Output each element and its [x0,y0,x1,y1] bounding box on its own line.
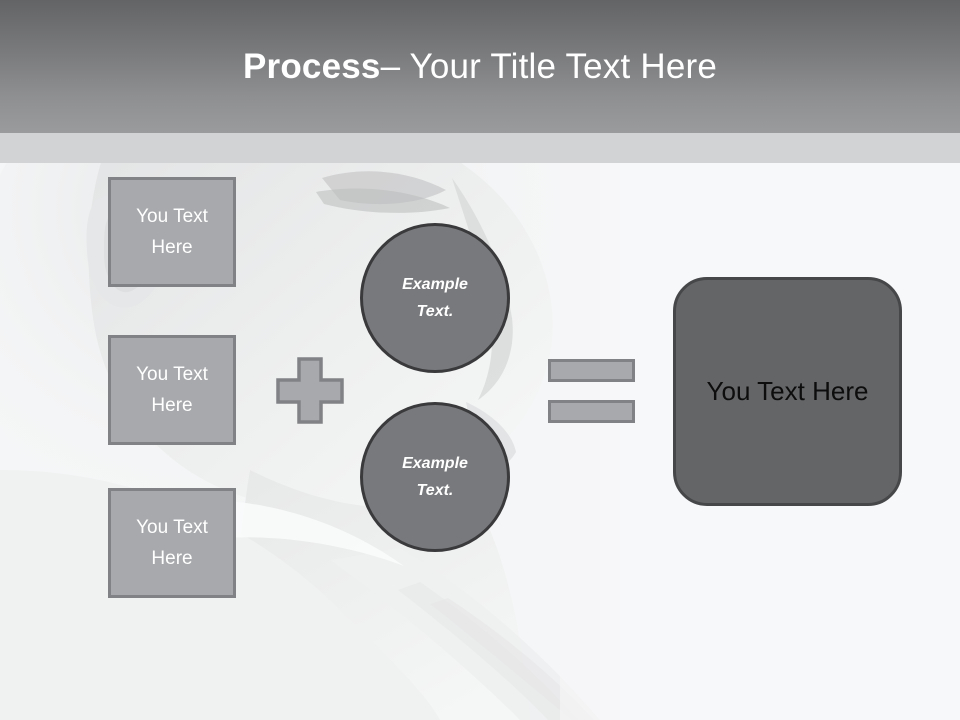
header-accent-band [0,133,960,163]
plus-icon [276,357,344,424]
input-box-3-line1: You Text [136,516,208,538]
input-box-3[interactable]: You Text Here [108,488,236,598]
header-bar [0,0,960,133]
equals-icon [548,359,635,423]
input-box-2-line2: Here [151,395,193,416]
example-circle-2-line1: Example [402,454,468,472]
page-title: Process – Your Title Text Here [0,0,960,133]
input-box-1-line1: You Text [136,205,208,227]
page-title-strong: Process [242,46,381,86]
result-box[interactable]: You Text Here [673,277,902,506]
example-circle-2[interactable]: Example Text. [360,402,510,552]
input-box-3-line2: Here [151,548,193,569]
input-box-1-line2: Here [151,237,193,258]
plus-icon-glyph [276,357,344,424]
result-box-label: You Text Here [706,376,869,406]
example-circle-1[interactable]: Example Text. [360,223,510,373]
example-circle-1-line1: Example [402,275,468,293]
example-circle-1-line2: Text. [416,303,454,320]
example-circle-2-line2: Text. [416,482,454,499]
equals-icon-bar-top [548,359,635,382]
input-box-2-line1: You Text [136,363,208,385]
page-title-rest: – Your Title Text Here [380,46,718,86]
input-box-2[interactable]: You Text Here [108,335,236,445]
input-box-1[interactable]: You Text Here [108,177,236,287]
equals-icon-bar-bottom [548,400,635,423]
